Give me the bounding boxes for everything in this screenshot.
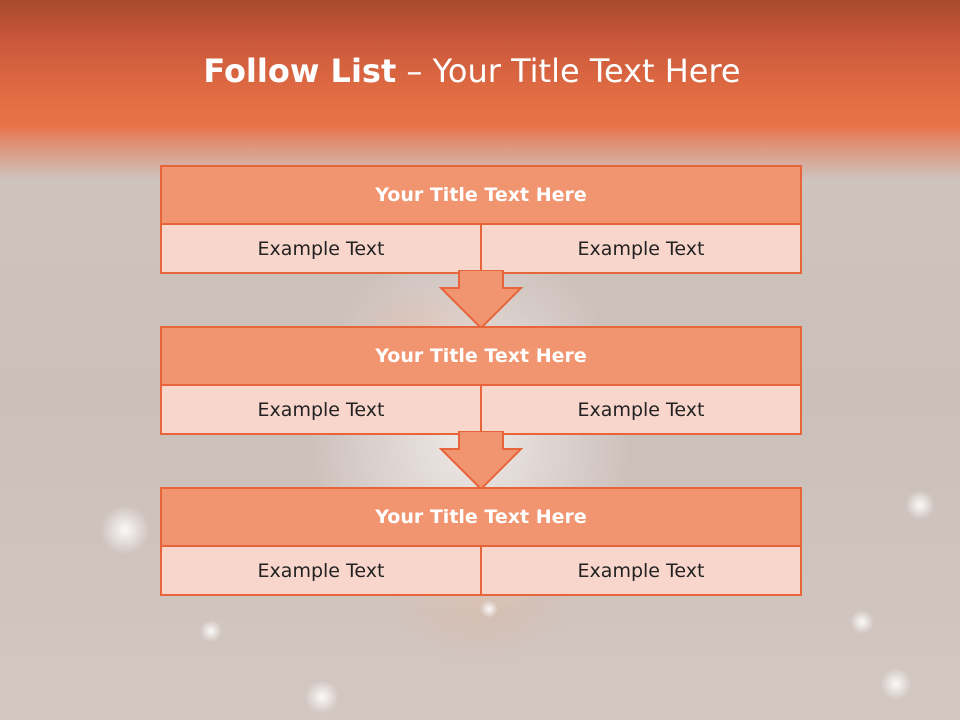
sparkle-decoration xyxy=(200,620,222,642)
sparkle-decoration xyxy=(305,680,339,714)
step-cell-left: Example Text xyxy=(162,225,480,272)
slide-title: Follow List – Your Title Text Here xyxy=(0,52,944,90)
step-title: Your Title Text Here xyxy=(162,328,800,386)
step-title: Your Title Text Here xyxy=(162,167,800,225)
slide-title-subtitle: – Your Title Text Here xyxy=(406,52,741,90)
sparkle-decoration xyxy=(100,505,150,555)
slide-title-main: Follow List xyxy=(203,52,397,90)
sparkle-decoration xyxy=(480,600,498,618)
sparkle-decoration xyxy=(905,490,935,520)
step-cell-left: Example Text xyxy=(162,547,480,594)
step-row: Example Text Example Text xyxy=(162,225,800,272)
step-block-2: Your Title Text Here Example Text Exampl… xyxy=(160,326,802,435)
down-arrow-icon xyxy=(438,431,524,491)
down-arrow-icon xyxy=(438,270,524,330)
step-row: Example Text Example Text xyxy=(162,547,800,594)
step-row: Example Text Example Text xyxy=(162,386,800,433)
step-block-3: Your Title Text Here Example Text Exampl… xyxy=(160,487,802,596)
step-cell-left: Example Text xyxy=(162,386,480,433)
step-cell-right: Example Text xyxy=(480,225,800,272)
title-band xyxy=(0,0,960,180)
sparkle-decoration xyxy=(880,668,912,700)
step-block-1: Your Title Text Here Example Text Exampl… xyxy=(160,165,802,274)
step-title: Your Title Text Here xyxy=(162,489,800,547)
step-cell-right: Example Text xyxy=(480,547,800,594)
step-cell-right: Example Text xyxy=(480,386,800,433)
sparkle-decoration xyxy=(850,610,874,634)
